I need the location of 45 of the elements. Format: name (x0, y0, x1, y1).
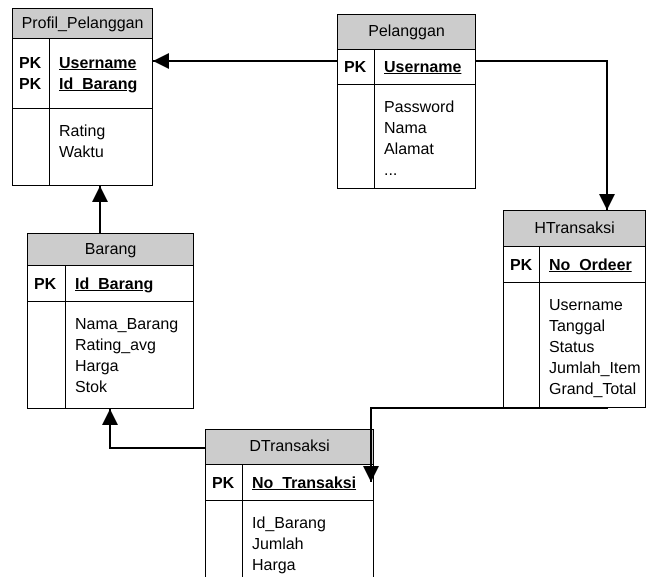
table-name: Pelanggan (367, 23, 446, 41)
attribute-field: Password (384, 97, 454, 118)
key-marker: PK (34, 274, 56, 294)
primary-key-field: Id_Barang (75, 274, 154, 294)
attribute-field: Id_Barang (252, 513, 326, 534)
relationship-arrow (102, 409, 205, 449)
attribute-field: Grand_Total (549, 379, 636, 400)
attribute-field: Alamat (384, 139, 434, 160)
attribute-field: Nama (384, 118, 427, 139)
key-marker: PK (19, 54, 42, 74)
primary-key-field: Username (384, 57, 462, 78)
attribute-field: Waktu (59, 142, 104, 163)
primary-key-field: Id_Barang (59, 74, 138, 95)
relationship-arrow (153, 53, 337, 69)
primary-key-field: Username (59, 53, 136, 74)
relationship-arrow (92, 186, 108, 233)
attribute-field: Rating (59, 121, 106, 142)
entity-table (12, 8, 153, 186)
attribute-field: ... (384, 160, 398, 181)
attribute-field: Stok (75, 377, 108, 398)
attribute-field: Jumlah_Item (549, 358, 641, 379)
attribute-field: Username (549, 295, 623, 316)
relationship-arrow (363, 407, 608, 482)
key-marker: PK (212, 474, 234, 494)
attribute-field: Tanggal (549, 316, 606, 337)
key-marker: PK (510, 256, 532, 276)
table-name: Profil_Pelanggan (20, 14, 144, 32)
attribute-field: Harga (75, 356, 119, 377)
table-name: DTransaksi (248, 438, 331, 456)
table-name: Barang (84, 240, 138, 258)
key-marker: PK (19, 75, 42, 95)
entity-table (205, 429, 374, 577)
entity-table (503, 210, 646, 408)
attribute-field: Status (549, 337, 594, 358)
attribute-field: Harga (252, 555, 296, 576)
relationship-arrow (476, 60, 615, 210)
primary-key-field: No_Transaksi (252, 472, 356, 494)
primary-key-field: No_Ordeer (549, 254, 632, 276)
attribute-field: Jumlah (252, 534, 304, 555)
entity-table (27, 233, 194, 409)
table-name: HTransaksi (533, 220, 616, 238)
entity-table (337, 14, 476, 189)
attribute-field: Rating_avg (75, 335, 156, 356)
attribute-field: Nama_Barang (75, 314, 178, 335)
key-marker: PK (344, 58, 366, 78)
